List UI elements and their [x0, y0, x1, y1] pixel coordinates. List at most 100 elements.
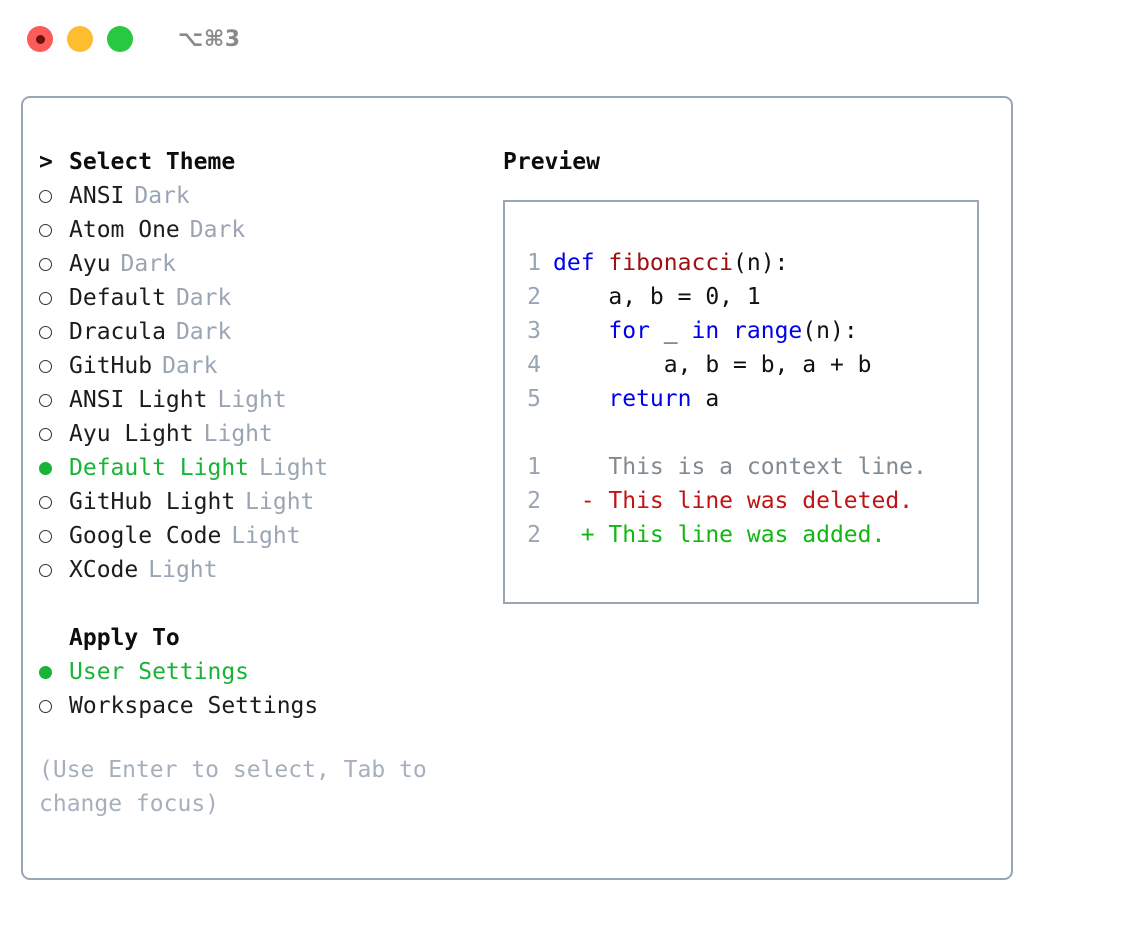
radio-icon[interactable]	[39, 418, 69, 452]
radio-selected-icon[interactable]	[39, 452, 69, 486]
radio-icon[interactable]	[39, 384, 69, 418]
line-number: 2	[527, 522, 541, 548]
select-theme-label: Select Theme	[69, 149, 236, 175]
diff-line-ctx: 1 This is a context line.	[519, 450, 973, 484]
theme-item-xcode[interactable]: XCode Light	[39, 553, 499, 587]
keyboard-hint: (Use Enter to select, Tab to change focu…	[39, 757, 441, 817]
code-token: in	[691, 318, 720, 344]
code-token: (n):	[733, 250, 789, 276]
radio-icon[interactable]	[39, 554, 69, 588]
radio-icon[interactable]	[39, 350, 69, 384]
theme-item-variant-tag: Dark	[134, 183, 190, 209]
radio-icon[interactable]	[39, 248, 69, 282]
code-token	[553, 386, 608, 412]
apply-to-heading: Apply To	[39, 621, 499, 655]
line-number: 1	[527, 454, 541, 480]
theme-item-label: GitHub	[69, 353, 153, 379]
theme-item-label: XCode	[69, 557, 139, 583]
theme-item-label: ANSI Light	[69, 387, 208, 413]
code-token: a, b = 0, 1	[553, 284, 761, 310]
radio-icon[interactable]	[39, 180, 69, 214]
radio-icon[interactable]	[39, 282, 69, 316]
apply-to-option-workspace-settings[interactable]: Workspace Settings	[39, 689, 499, 723]
apply-to-option-label: Workspace Settings	[69, 693, 319, 719]
radio-icon[interactable]	[39, 690, 69, 724]
radio-glyph	[39, 564, 52, 577]
theme-item-ansi[interactable]: ANSI Dark	[39, 179, 499, 213]
theme-item-variant-tag: Dark	[189, 217, 246, 243]
radio-icon[interactable]	[39, 316, 69, 350]
code-token: range	[733, 318, 803, 344]
radio-glyph	[39, 258, 52, 271]
close-button[interactable]	[27, 26, 53, 52]
radio-glyph	[39, 700, 52, 713]
minimize-button[interactable]	[67, 26, 93, 52]
radio-icon[interactable]	[39, 214, 69, 248]
radio-icon[interactable]	[39, 486, 69, 520]
radio-glyph	[39, 360, 52, 373]
apply-to-option-user-settings[interactable]: User Settings	[39, 655, 499, 689]
line-number: 1	[527, 250, 541, 276]
code-token: a, b = b, a + b	[553, 352, 872, 378]
select-theme-heading: > Select Theme	[39, 145, 499, 179]
theme-item-label: ANSI	[69, 183, 125, 209]
radio-glyph	[39, 224, 52, 237]
code-line: 2 a, b = 0, 1	[519, 280, 973, 314]
theme-item-label: Default	[69, 285, 166, 311]
theme-item-variant-tag: Dark	[175, 285, 232, 311]
theme-item-label: Ayu Light	[69, 421, 194, 447]
line-number: 3	[527, 318, 541, 344]
radio-glyph	[39, 530, 52, 543]
theme-item-variant-tag: Light	[148, 557, 218, 583]
code-token: (n):	[802, 318, 858, 344]
radio-glyph	[39, 394, 52, 407]
diff-line-add: 2 + This line was added.	[519, 518, 973, 552]
diff-text: This line was deleted.	[608, 488, 914, 514]
line-number: 2	[527, 284, 541, 310]
maximize-button[interactable]	[107, 26, 133, 52]
code-line: 3 for _ in range(n):	[519, 314, 973, 348]
theme-item-variant-tag: Light	[245, 489, 315, 515]
code-token: fibonacci	[608, 250, 734, 276]
radio-icon[interactable]	[39, 520, 69, 554]
caret-icon: >	[39, 149, 53, 175]
diff-sample: 1 This is a context line.2 - This line w…	[519, 450, 973, 552]
diff-line-del: 2 - This line was deleted.	[519, 484, 973, 518]
code-token: _	[649, 318, 692, 344]
diff-sign: +	[553, 522, 609, 548]
radio-glyph	[39, 496, 52, 509]
theme-item-label: Dracula	[69, 319, 166, 345]
theme-item-label: Default Light	[69, 455, 250, 481]
theme-item-label: GitHub Light	[69, 489, 236, 515]
window-title: ⌥⌘3	[178, 26, 241, 52]
theme-item-github[interactable]: GitHub Dark	[39, 349, 499, 383]
title-bar: ⌥⌘3	[0, 0, 1140, 78]
theme-item-variant-tag: Dark	[162, 353, 218, 379]
theme-item-default[interactable]: Default Dark	[39, 281, 499, 315]
code-line: 5 return a	[519, 382, 973, 416]
apply-to-marker-spacer	[39, 621, 69, 655]
apply-to-label: Apply To	[69, 625, 180, 651]
radio-glyph	[39, 190, 52, 203]
theme-item-variant-tag: Light	[231, 523, 301, 549]
radio-glyph	[39, 666, 52, 679]
theme-item-github-light[interactable]: GitHub Light Light	[39, 485, 499, 519]
radio-selected-icon[interactable]	[39, 656, 69, 690]
line-number: 2	[527, 488, 541, 514]
